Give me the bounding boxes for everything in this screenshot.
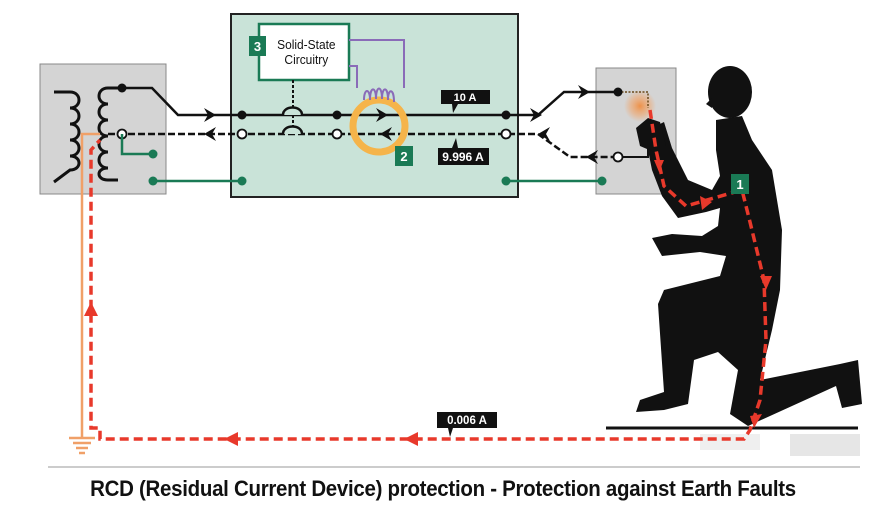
sense-wire [349, 39, 405, 88]
neutral-conductor [108, 125, 624, 164]
svg-text:0.006 A: 0.006 A [447, 415, 487, 427]
rcd-unit: Solid-State Circuitry 3 [230, 13, 519, 198]
arrow-icon [204, 108, 216, 122]
neutral-current-label: 9.996 A [438, 138, 489, 165]
floor-shadow [790, 434, 860, 456]
svg-text:2: 2 [400, 149, 407, 164]
marker-1: 1 [731, 174, 749, 194]
supply-transformer-panel [39, 63, 167, 195]
fault-current-path [84, 109, 772, 446]
arrow-icon [586, 150, 598, 164]
toroid-sensor: 2 [349, 87, 413, 166]
svg-text:9.996 A: 9.996 A [442, 150, 484, 164]
marker-3: 3 [249, 36, 266, 56]
arrow-icon [750, 414, 762, 428]
diagram-caption: RCD (Residual Current Device) protection… [90, 476, 796, 501]
circuitry-label-line2: Circuitry [284, 53, 329, 68]
svg-text:10 A: 10 A [454, 92, 477, 104]
coil-winding-icon [363, 87, 395, 103]
arrow-icon [380, 127, 392, 141]
ground-symbol-icon [69, 436, 95, 455]
live-current-label: 10 A [441, 90, 490, 113]
svg-text:3: 3 [254, 39, 261, 54]
sense-wire-2 [349, 65, 358, 88]
arrow-icon [530, 108, 542, 122]
earth-leakage-current-label: 0.006 A [437, 412, 497, 437]
arrow-icon [204, 127, 216, 141]
marker-2: 2 [395, 146, 413, 166]
earth-conductor [120, 134, 607, 186]
solid-state-circuitry-box [257, 22, 351, 82]
neutral-earth-link [69, 132, 100, 455]
arrow-icon [578, 85, 590, 99]
arrow-icon [538, 127, 550, 141]
circuitry-label-line1: Solid-State [277, 38, 336, 53]
arrow-icon [654, 160, 664, 172]
svg-text:1: 1 [736, 177, 743, 192]
live-conductor [117, 83, 623, 122]
transformer-primary-coil-icon [53, 90, 81, 184]
arrow-icon [700, 196, 712, 210]
person-silhouette [636, 66, 862, 426]
arrow-icon [224, 432, 238, 446]
arrow-icon [376, 108, 388, 122]
transformer-secondary-coil-icon [97, 86, 120, 182]
arrow-icon [760, 276, 772, 290]
arrow-icon [84, 302, 98, 316]
arrow-icon [404, 432, 418, 446]
